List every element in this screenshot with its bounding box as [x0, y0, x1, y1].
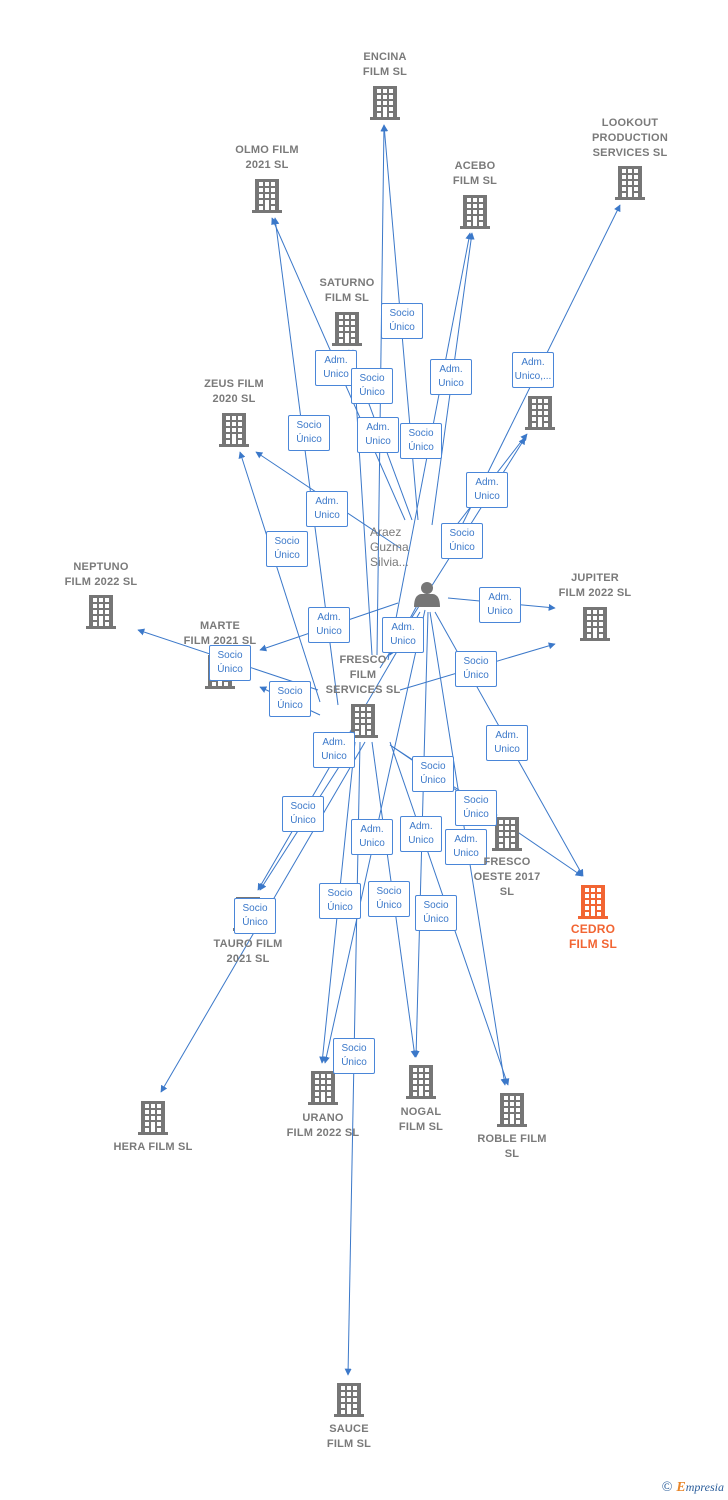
edge-layer — [137, 124, 621, 1376]
edge-role-label[interactable]: Adm. Unico — [315, 350, 357, 386]
edge-role-label[interactable]: Socio Único — [209, 645, 251, 681]
building-icon[interactable] — [615, 166, 645, 200]
edge-role-label[interactable]: Socio Único — [282, 796, 324, 832]
edge-role-label[interactable]: Adm. Unico — [445, 829, 487, 865]
company-label-nogal[interactable]: NOGAL FILM SL — [398, 1106, 444, 1133]
building-icon[interactable] — [86, 595, 116, 629]
edge-role-label[interactable]: Socio Único — [412, 756, 454, 792]
building-icon[interactable] — [348, 704, 378, 738]
edge-role-label[interactable]: Adm. Unico — [308, 607, 350, 643]
building-icon[interactable] — [370, 86, 400, 120]
edge-role-label[interactable]: Socio Único — [415, 895, 457, 931]
building-icon[interactable] — [219, 413, 249, 447]
company-label-roble[interactable]: ROBLE FILM SL — [477, 1133, 547, 1160]
edge-role-label[interactable]: Adm. Unico — [400, 816, 442, 852]
company-label-sauce[interactable]: SAUCE FILM SL — [326, 1423, 372, 1450]
building-icon[interactable] — [578, 885, 608, 919]
building-icon[interactable] — [580, 607, 610, 641]
edge-role-label[interactable]: Adm. Unico — [382, 617, 424, 653]
building-icon[interactable] — [332, 312, 362, 346]
edge-role-label[interactable]: Adm. Unico — [430, 359, 472, 395]
copyright-symbol: © — [661, 1480, 673, 1495]
empresia-watermark: ©Empresia — [662, 1480, 724, 1496]
building-icon[interactable] — [460, 195, 490, 229]
company-label-fresco[interactable]: FRESCO FILM SERVICES SL — [325, 654, 401, 696]
edge-role-label[interactable]: Socio Único — [333, 1038, 375, 1074]
edge-role-label[interactable]: Socio Único — [455, 651, 497, 687]
edge-role-label[interactable]: Adm. Unico — [313, 732, 355, 768]
company-label-acebo[interactable]: ACEBO FILM SL — [452, 160, 498, 187]
company-label-tauro[interactable]: TAURO FILM 2021 SL — [213, 938, 283, 965]
company-label-urano[interactable]: URANO FILM 2022 SL — [286, 1112, 360, 1139]
company-label-jupiter[interactable]: JUPITER FILM 2022 SL — [558, 572, 632, 599]
edge-role-label[interactable]: Socio Único — [381, 303, 423, 339]
building-icon[interactable] — [525, 396, 555, 430]
building-icon[interactable] — [308, 1071, 338, 1105]
edge-role-label[interactable]: Socio Único — [288, 415, 330, 451]
edge-fresco-to-zeus — [238, 451, 321, 703]
edge-role-label[interactable]: Socio Único — [441, 523, 483, 559]
brand-name: mpresia — [685, 1480, 724, 1494]
person-icon[interactable] — [414, 582, 440, 607]
brand-initial: E — [676, 1480, 686, 1495]
person-name[interactable]: Araez Guzma Silvia... — [370, 525, 409, 569]
edge-role-label[interactable]: Adm. Unico — [357, 417, 399, 453]
company-label-saturno[interactable]: SATURNO FILM SL — [319, 277, 375, 304]
building-icon[interactable] — [252, 179, 282, 213]
edge-role-label[interactable]: Socio Único — [400, 423, 442, 459]
company-label-fresco_oeste[interactable]: FRESCO OESTE 2017 SL — [473, 856, 541, 898]
building-icon[interactable] — [138, 1101, 168, 1135]
edge-role-label[interactable]: Socio Único — [266, 531, 308, 567]
building-icon[interactable] — [334, 1383, 364, 1417]
edge-role-label[interactable]: Adm. Unico — [466, 472, 508, 508]
company-label-zeus[interactable]: ZEUS FILM 2020 SL — [204, 378, 264, 405]
company-label-cedro[interactable]: CEDRO FILM SL — [568, 922, 618, 951]
building-icon[interactable] — [492, 817, 522, 851]
edge-role-label[interactable]: Socio Único — [319, 883, 361, 919]
edge-role-label[interactable]: Adm. Unico,... — [512, 352, 554, 388]
company-label-lookout[interactable]: LOOKOUT PRODUCTION SERVICES SL — [592, 117, 668, 159]
edge-role-label[interactable]: Adm. Unico — [306, 491, 348, 527]
edge-role-label[interactable]: Socio Único — [368, 881, 410, 917]
building-icon[interactable] — [406, 1065, 436, 1099]
edge-role-label[interactable]: Adm. Unico — [486, 725, 528, 761]
edge-role-label[interactable]: Socio Único — [269, 681, 311, 717]
edge-role-label[interactable]: Socio Único — [351, 368, 393, 404]
company-label-olmo[interactable]: OLMO FILM 2021 SL — [235, 144, 299, 171]
edge-role-label[interactable]: Adm. Unico — [351, 819, 393, 855]
edge-role-label[interactable]: Socio Único — [455, 790, 497, 826]
building-icon[interactable] — [497, 1093, 527, 1127]
company-label-encina[interactable]: ENCINA FILM SL — [362, 51, 408, 78]
company-label-hera[interactable]: HERA FILM SL — [113, 1141, 193, 1153]
edge-role-label[interactable]: Adm. Unico — [479, 587, 521, 623]
company-label-marte[interactable]: MARTE FILM 2021 SL — [183, 620, 257, 647]
edge-role-label[interactable]: Socio Único — [234, 898, 276, 934]
company-label-neptuno[interactable]: NEPTUNO FILM 2022 SL — [64, 561, 138, 588]
